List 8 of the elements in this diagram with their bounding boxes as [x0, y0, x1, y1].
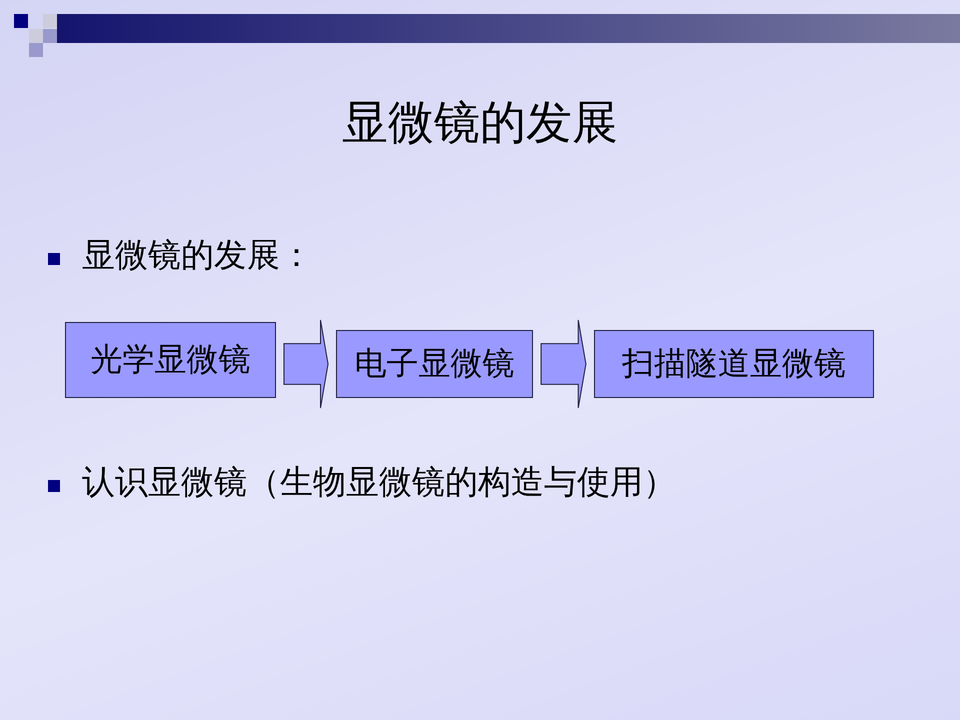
process-box: 电子显微镜 — [336, 330, 533, 398]
block-arrow — [283, 320, 329, 408]
block-arrow — [540, 320, 586, 408]
process-box: 扫描隧道显微镜 — [594, 330, 874, 398]
bullet-text: 显微镜的发展： — [82, 234, 313, 276]
slide-title: 显微镜的发展 — [342, 95, 618, 149]
bullet-text: 认识显微镜（生物显微镜的构造与使用） — [82, 461, 676, 503]
process-box: 光学显微镜 — [65, 322, 276, 398]
